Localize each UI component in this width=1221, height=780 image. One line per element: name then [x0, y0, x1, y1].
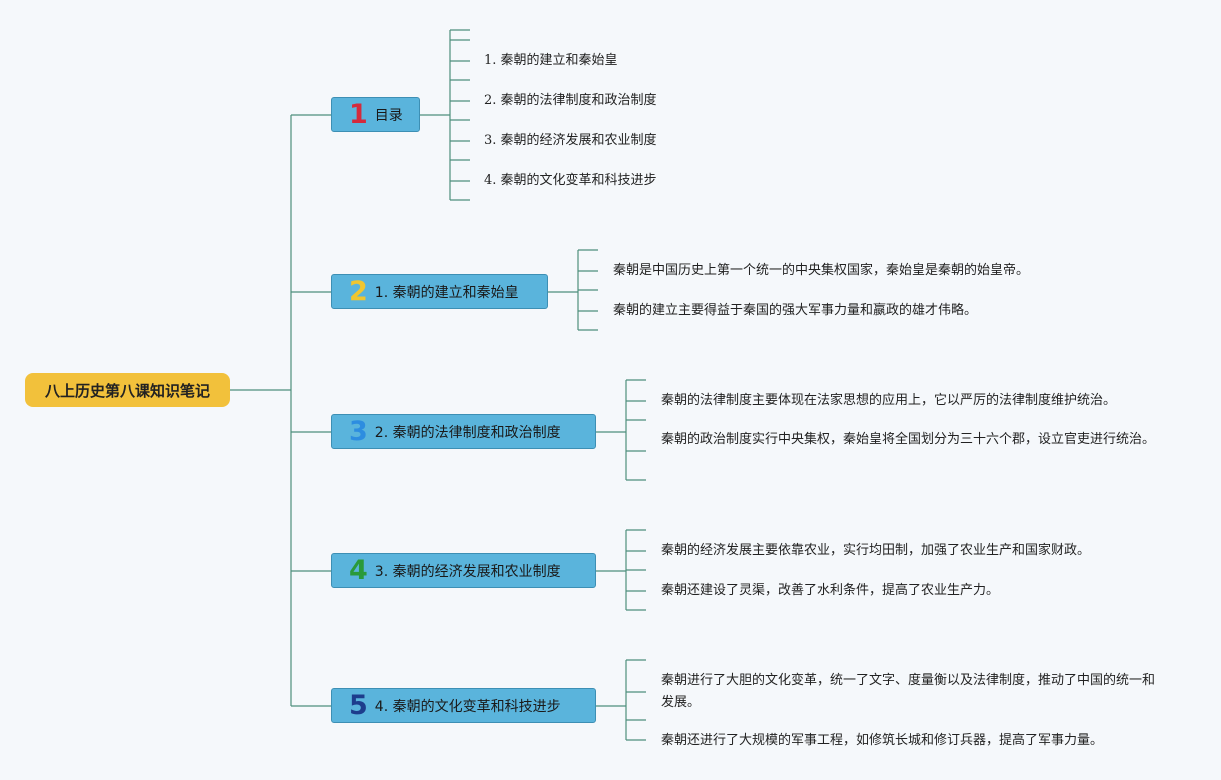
note-leaf[interactable]: 秦朝是中国历史上第一个统一的中央集权国家，秦始皇是秦朝的始皇帝。 [613, 263, 1030, 278]
toc-item[interactable]: 2. 秦朝的法律制度和政治制度 [484, 93, 657, 108]
toc-item[interactable]: 4. 秦朝的文化变革和科技进步 [484, 173, 657, 188]
topic-node-culture-technology[interactable]: 5 4. 秦朝的文化变革和科技进步 [331, 688, 596, 723]
note-leaf[interactable]: 秦朝还建设了灵渠，改善了水利条件，提高了农业生产力。 [661, 583, 1000, 598]
note-leaf[interactable]: 秦朝的建立主要得益于秦国的强大军事力量和嬴政的雄才伟略。 [613, 303, 978, 318]
number-4-icon: 4 [349, 555, 368, 586]
topic-label: 2. 秦朝的法律制度和政治制度 [374, 424, 561, 441]
topic-label: 3. 秦朝的经济发展和农业制度 [374, 563, 561, 580]
topic-node-establishment[interactable]: 2 1. 秦朝的建立和秦始皇 [331, 274, 548, 309]
note-leaf[interactable]: 秦朝的政治制度实行中央集权，秦始皇将全国划分为三十六个郡，设立官吏进行统治。 [661, 432, 1156, 447]
number-3-icon: 3 [349, 416, 368, 447]
root-title: 八上历史第八课知识笔记 [44, 381, 210, 400]
note-leaf[interactable]: 秦朝还进行了大规模的军事工程，如修筑长城和修订兵器，提高了军事力量。 [661, 733, 1104, 748]
number-1-icon: 1 [349, 99, 368, 130]
topic-label: 目录 [374, 107, 403, 124]
toc-item[interactable]: 3. 秦朝的经济发展和农业制度 [484, 133, 657, 148]
note-leaf[interactable]: 秦朝的法律制度主要体现在法家思想的应用上，它以严厉的法律制度维护统治。 [661, 393, 1117, 408]
note-leaf[interactable]: 秦朝的经济发展主要依靠农业，实行均田制，加强了农业生产和国家财政。 [661, 543, 1091, 558]
topic-label: 1. 秦朝的建立和秦始皇 [374, 284, 519, 301]
topic-node-toc[interactable]: 1 目录 [331, 97, 420, 132]
topic-node-economy-agriculture[interactable]: 4 3. 秦朝的经济发展和农业制度 [331, 553, 596, 588]
note-leaf[interactable]: 秦朝进行了大胆的文化变革，统一了文字、度量衡以及法律制度，推动了中国的统一和发展… [661, 673, 1156, 710]
number-5-icon: 5 [349, 690, 368, 721]
number-2-icon: 2 [349, 276, 368, 307]
topic-node-law-politics[interactable]: 3 2. 秦朝的法律制度和政治制度 [331, 414, 596, 449]
root-node[interactable]: 八上历史第八课知识笔记 [25, 373, 230, 407]
topic-label: 4. 秦朝的文化变革和科技进步 [374, 698, 561, 715]
toc-item[interactable]: 1. 秦朝的建立和秦始皇 [484, 53, 618, 68]
